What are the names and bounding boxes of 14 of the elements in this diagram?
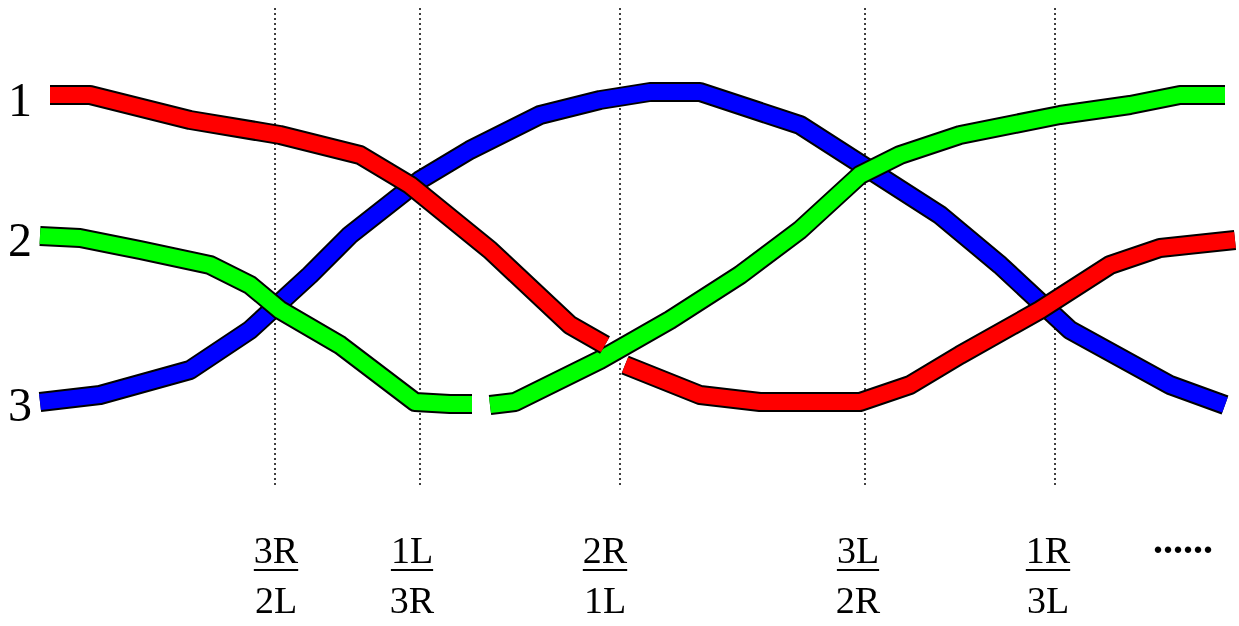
crossing-label: 3L [1026,581,1070,619]
strand-number: 2 [8,216,32,264]
crossing-label: 2L [254,581,298,619]
crossing-label: 1R [1025,531,1071,569]
crossing-label: 3R [389,581,435,619]
crossing-label: 2R [582,531,628,569]
crossing-label: 3R [253,531,299,569]
ellipsis: ...... [1153,520,1213,560]
crossing-label: 2R [835,581,881,619]
crossing-label: 1L [583,581,627,619]
crossing-label: 1L [390,531,434,569]
strand-number: 1 [8,76,32,124]
crossing-label: 3L [836,531,880,569]
strand-number: 3 [8,381,32,429]
